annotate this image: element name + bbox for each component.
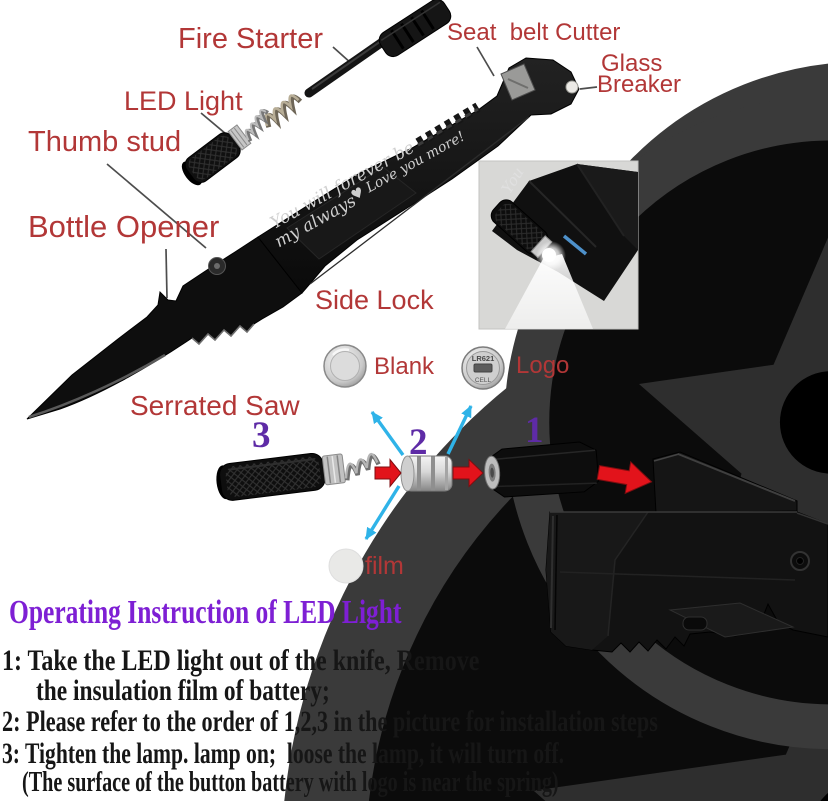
leader-led-light — [200, 112, 227, 135]
thumb-stud-center — [214, 263, 220, 269]
label-side-lock: Side Lock — [315, 285, 434, 315]
instruction-line-3: 2: Please refer to the order of 1,2,3 in… — [2, 705, 658, 738]
seatbelt-cutter-slot — [500, 63, 536, 101]
closeup-rail — [652, 451, 798, 514]
red-arrow-2 — [452, 458, 484, 488]
label-serrated-saw: Serrated Saw — [130, 390, 300, 421]
instruction-line-4: 3: Tighten the lamp. lamp on; loose the … — [2, 737, 565, 770]
handle-jimping-highlight — [417, 107, 479, 147]
instruction-line-5: (The surface of the button battery with … — [22, 767, 559, 798]
blade-serration-highlight — [191, 323, 255, 346]
leader-glass-breaker — [579, 86, 598, 90]
inset-knife-facet — [577, 164, 638, 250]
label-bottle-opener: Bottle Opener — [28, 209, 220, 244]
label-led-light: LED Light — [124, 86, 243, 116]
glass-breaker-tip — [565, 80, 579, 94]
inset-light-beam — [505, 254, 593, 329]
cyan-arrows — [364, 405, 473, 540]
led-light-part — [181, 109, 269, 186]
cyan-arrow-to-logo — [446, 405, 473, 455]
cutter-blade-edge — [507, 78, 529, 89]
label-glass-breaker-line1: Glass — [601, 50, 663, 77]
inset-blue-glint — [562, 234, 588, 256]
cyan-arrow-to-film — [364, 485, 401, 540]
step-number-2: 2 — [409, 422, 428, 463]
insulation-film — [328, 548, 364, 584]
label-seat-belt-cutter: Seat belt Cutter — [447, 19, 621, 46]
closeup-opener-ramp — [668, 602, 795, 638]
leader-seat-belt-cutter — [476, 46, 495, 77]
instruction-line-1: 1: Take the LED light out of the knife, … — [2, 644, 480, 677]
page-title: Operating Instruction of LED Light — [9, 594, 402, 631]
label-fire-starter: Fire Starter — [178, 23, 324, 55]
top-spring — [264, 94, 303, 130]
label-glass-breaker-line2: Breaker — [597, 71, 682, 98]
blank-battery — [323, 344, 367, 388]
label-film: film — [365, 552, 404, 580]
cyan-arrow-to-blank — [370, 411, 405, 456]
fire-starter-rod — [304, 0, 452, 98]
leader-bottle-opener — [165, 248, 168, 299]
closeup-facet — [546, 512, 648, 650]
red-arrows — [374, 458, 653, 495]
handle-jimping — [415, 102, 481, 148]
battery-model-text: LR621 — [472, 354, 495, 363]
inset-led-core — [542, 248, 556, 262]
closeup-stop-pin — [682, 616, 708, 631]
engraved-panel — [286, 166, 417, 260]
assembly-step2-battery-stack — [400, 455, 453, 492]
instruction-line-2: the insulation film of battery; — [36, 674, 330, 707]
assembly-step3-led-body — [216, 452, 381, 501]
handle-liner — [309, 116, 530, 285]
label-thumb-stud: Thumb stud — [28, 126, 182, 158]
battery-type-text: CELL — [475, 377, 492, 384]
logo-battery: LR621 CELL — [461, 346, 505, 390]
leader-thumb-stud — [106, 163, 207, 249]
step-number-3: 3 — [252, 415, 271, 456]
label-logo-battery: Logo — [516, 352, 570, 379]
label-blank-battery: Blank — [374, 353, 435, 380]
assembly-step1-led-cap — [484, 441, 600, 498]
knife-handle-closeup — [545, 451, 828, 801]
red-arrow-3 — [596, 460, 653, 495]
blade-edge-bevel — [28, 353, 166, 419]
inset-photo-led-on: You — [478, 160, 639, 330]
red-arrow-1 — [374, 458, 402, 488]
step-number-1: 1 — [525, 410, 544, 451]
leader-lines — [106, 46, 598, 299]
